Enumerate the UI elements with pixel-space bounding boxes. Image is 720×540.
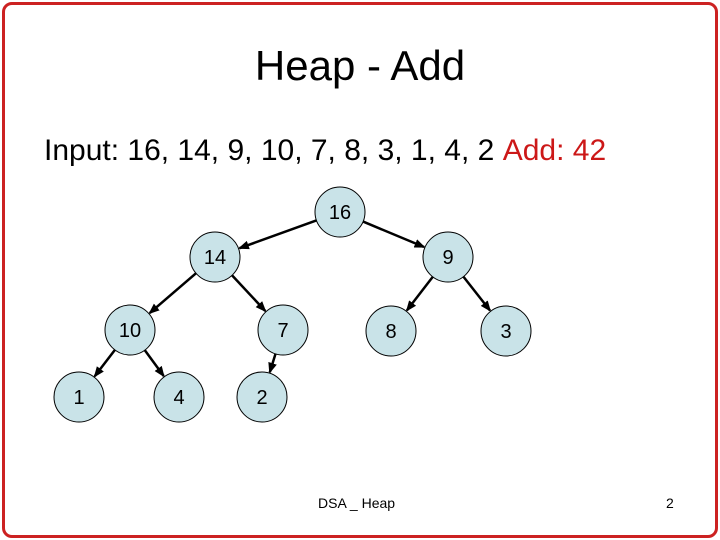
tree-node-7: 7 bbox=[257, 304, 309, 356]
tree-node-label: 9 bbox=[442, 247, 453, 269]
tree-node-10: 10 bbox=[104, 304, 156, 356]
tree-node-4: 4 bbox=[153, 371, 205, 423]
tree-node-circle bbox=[314, 186, 366, 238]
tree-node-14: 14 bbox=[189, 231, 241, 283]
tree-node-label: 2 bbox=[256, 387, 267, 409]
slide-footer-text: DSA _ Heap bbox=[318, 495, 396, 511]
tree-node-circle bbox=[53, 371, 105, 423]
tree-node-label: 16 bbox=[329, 202, 351, 224]
page-title: Heap - Add bbox=[254, 42, 466, 89]
tree-node-label: 14 bbox=[204, 247, 226, 269]
tree-node-label: 7 bbox=[277, 320, 288, 342]
tree-edge-10-4 bbox=[143, 348, 165, 378]
add-value-text: Add: 42 bbox=[502, 134, 607, 167]
tree-edge-7-2 bbox=[268, 352, 277, 374]
tree-node-3: 3 bbox=[480, 305, 532, 357]
tree-edge-9-3 bbox=[461, 275, 492, 312]
tree-node-label: 1 bbox=[73, 387, 84, 409]
tree-node-circle bbox=[189, 231, 241, 283]
tree-node-circle bbox=[257, 304, 309, 356]
tree-node-label: 3 bbox=[500, 321, 511, 343]
tree-edge-10-1 bbox=[93, 348, 117, 378]
page-number: 2 bbox=[666, 495, 674, 511]
tree-node-2: 2 bbox=[236, 371, 288, 423]
tree-edge-9-8 bbox=[405, 275, 435, 312]
tree-node-9: 9 bbox=[422, 231, 474, 283]
tree-node-circle bbox=[104, 304, 156, 356]
tree-node-circle bbox=[480, 305, 532, 357]
tree-node-circle bbox=[422, 231, 474, 283]
tree-node-circle bbox=[153, 371, 205, 423]
tree-node-label: 4 bbox=[173, 387, 184, 409]
tree-node-label: 10 bbox=[119, 320, 141, 342]
tree-node-1: 1 bbox=[53, 371, 105, 423]
tree-node-label: 8 bbox=[385, 321, 396, 343]
input-sequence-text: Input: 16, 14, 9, 10, 7, 8, 3, 1, 4, 2 bbox=[44, 134, 495, 167]
tree-node-16: 16 bbox=[314, 186, 366, 238]
tree-edge-14-10 bbox=[148, 271, 198, 315]
tree-edge-16-9 bbox=[361, 220, 426, 249]
tree-node-8: 8 bbox=[365, 305, 417, 357]
tree-edge-16-14 bbox=[237, 218, 318, 250]
tree-edge-14-7 bbox=[230, 273, 267, 313]
tree-node-circle bbox=[236, 371, 288, 423]
tree-node-circle bbox=[365, 305, 417, 357]
